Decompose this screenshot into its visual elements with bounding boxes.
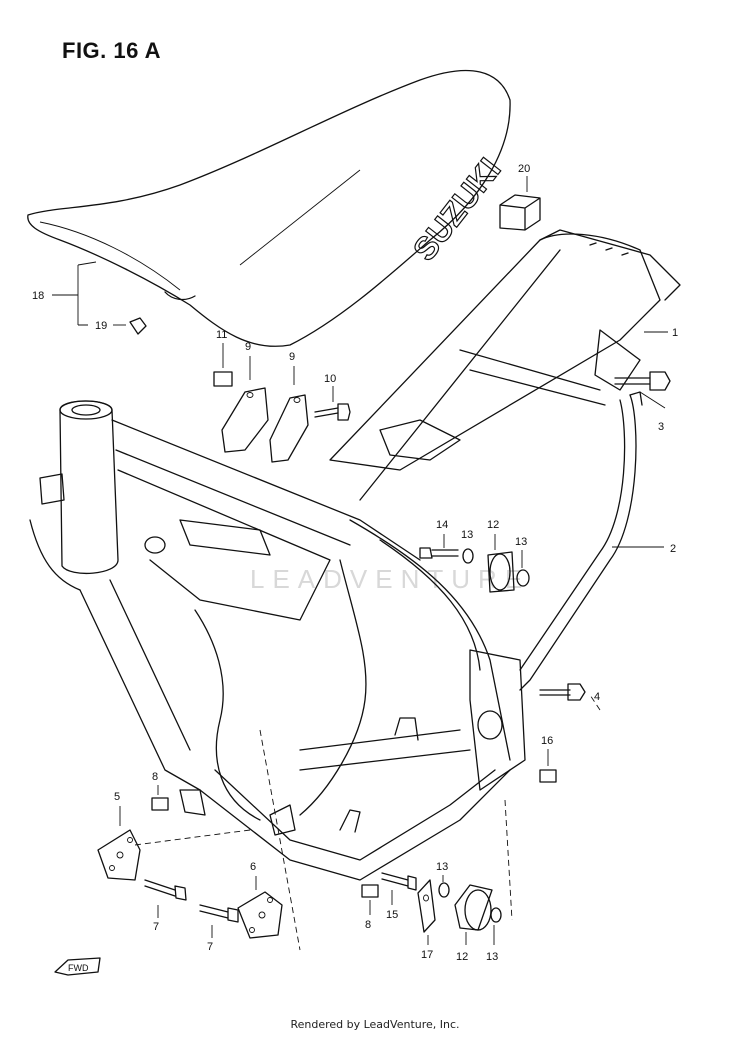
svg-text:20: 20 bbox=[518, 163, 530, 175]
part-8-nut-a: 8 bbox=[151, 771, 169, 811]
part-11-nut: 11 bbox=[213, 329, 233, 387]
part-1-rear-frame: 1 bbox=[329, 229, 681, 501]
svg-text:12: 12 bbox=[487, 519, 499, 531]
assembly-guide-lines bbox=[134, 694, 601, 951]
part-5-plate: 5 bbox=[97, 791, 141, 881]
svg-text:3: 3 bbox=[658, 421, 664, 433]
part-12-bushing-a: 12 bbox=[487, 519, 515, 593]
main-frame bbox=[29, 400, 526, 881]
svg-text:8: 8 bbox=[152, 771, 158, 783]
svg-text:9: 9 bbox=[245, 341, 251, 353]
svg-text:17: 17 bbox=[421, 949, 433, 961]
svg-text:15: 15 bbox=[386, 909, 398, 921]
part-17-clamp: 17 bbox=[417, 879, 436, 961]
figure-title: FIG. 16 A bbox=[62, 38, 162, 63]
part-16-nut: 16 bbox=[539, 735, 557, 783]
seat: SUZUKI bbox=[27, 69, 511, 347]
callout-19: 19 bbox=[95, 317, 147, 335]
part-13-collar-b: 13 bbox=[515, 536, 530, 587]
svg-text:13: 13 bbox=[436, 861, 448, 873]
part-9-brackets: 9 9 bbox=[221, 341, 309, 463]
part-12-bushing-b: 12 bbox=[454, 884, 493, 963]
part-14-bolt: 14 bbox=[419, 519, 459, 559]
part-10-bolt: 10 bbox=[314, 373, 351, 421]
fwd-arrow-icon: FWD bbox=[54, 957, 101, 976]
svg-text:2: 2 bbox=[670, 543, 676, 555]
part-20-cushion: 20 bbox=[499, 163, 541, 231]
svg-text:5: 5 bbox=[114, 791, 120, 803]
svg-text:13: 13 bbox=[486, 951, 498, 963]
watermark: LEADVENTURE bbox=[250, 564, 530, 594]
part-2-rear-stay: 2 bbox=[519, 391, 676, 691]
fwd-label: FWD bbox=[68, 963, 89, 973]
svg-text:9: 9 bbox=[289, 351, 295, 363]
svg-text:4: 4 bbox=[594, 691, 600, 703]
svg-text:13: 13 bbox=[461, 529, 473, 541]
svg-text:8: 8 bbox=[365, 919, 371, 931]
svg-text:6: 6 bbox=[250, 861, 256, 873]
svg-text:7: 7 bbox=[153, 921, 159, 933]
svg-text:19: 19 bbox=[95, 320, 107, 332]
part-13-collar-d: 13 bbox=[486, 907, 502, 963]
part-13-collar-a: 13 bbox=[461, 529, 474, 564]
part-3-bolt: 3 bbox=[614, 371, 671, 433]
svg-text:14: 14 bbox=[436, 519, 448, 531]
seat-brand-logo: SUZUKI bbox=[406, 151, 508, 267]
part-6-plate: 6 bbox=[237, 861, 283, 939]
svg-text:12: 12 bbox=[456, 951, 468, 963]
part-7-bolt-a: 7 bbox=[144, 879, 187, 933]
part-8-nut-b: 8 bbox=[361, 884, 379, 931]
part-13-collar-c: 13 bbox=[436, 861, 450, 898]
part-7-bolt-b: 7 bbox=[199, 904, 239, 953]
svg-text:1: 1 bbox=[672, 327, 678, 339]
svg-text:16: 16 bbox=[541, 735, 553, 747]
part-4-bolt: 4 bbox=[539, 683, 600, 703]
svg-text:11: 11 bbox=[216, 329, 227, 341]
svg-text:7: 7 bbox=[207, 941, 213, 953]
callout-18: 18 bbox=[32, 261, 97, 326]
part-15-bolt: 15 bbox=[381, 872, 417, 921]
svg-text:18: 18 bbox=[32, 290, 44, 302]
svg-text:13: 13 bbox=[515, 536, 527, 548]
svg-text:10: 10 bbox=[324, 373, 336, 385]
footer-credit: Rendered by LeadVenture, Inc. bbox=[290, 1018, 460, 1031]
